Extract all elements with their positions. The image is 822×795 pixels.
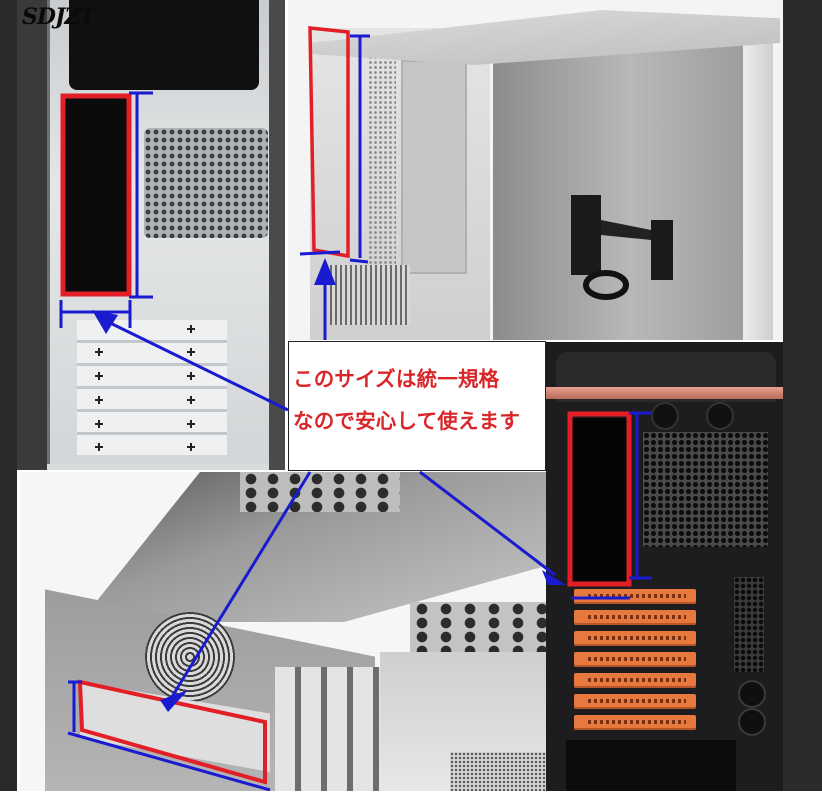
mount-bracket (571, 195, 673, 300)
callout-line-1: このサイズは統一規格 (293, 367, 500, 391)
case-rail (743, 35, 773, 340)
expansion-slot (574, 715, 696, 730)
fan-grill (643, 432, 768, 547)
fan-grill (144, 128, 268, 238)
psu-opening (69, 0, 259, 90)
grommet-icon (706, 402, 734, 430)
expansion-slot (574, 694, 696, 709)
side-cutout (401, 60, 467, 274)
panel-silver-tower-rear (17, 0, 285, 470)
case-interior (493, 40, 743, 340)
callout-line-2: なので安心して使えます (293, 409, 521, 433)
psu-bay (566, 740, 736, 791)
right-border-strip (783, 0, 822, 791)
screw-icon (187, 348, 195, 356)
vent-mesh (450, 752, 547, 791)
screw-icon (187, 443, 195, 451)
expansion-slot (574, 631, 696, 646)
screw-icon (95, 443, 103, 451)
case-frame-left (17, 0, 47, 470)
water-port-icon (738, 708, 766, 736)
watermark-logo: SDJZT (22, 4, 96, 30)
side-vent (734, 577, 764, 672)
pci-brackets (330, 265, 410, 325)
left-border-strip (0, 0, 17, 791)
drive-tray-holes (410, 602, 547, 657)
io-shield-opening (61, 97, 131, 293)
callout-box: このサイズは統一規格 なので安心して使えます (288, 341, 546, 471)
expansion-slots (77, 320, 227, 455)
fan-grill (145, 612, 235, 702)
pci-slot-covers (275, 667, 385, 791)
panel-black-gaming-case (546, 342, 783, 791)
expansion-slot (574, 610, 696, 625)
screw-icon (187, 325, 195, 333)
water-port-icon (738, 680, 766, 708)
screw-icon (187, 420, 195, 428)
drive-tray-holes (240, 472, 400, 512)
grommet-icon (651, 402, 679, 430)
screw-icon (95, 396, 103, 404)
screw-icon (95, 348, 103, 356)
accent-strip (546, 387, 783, 399)
io-shield-opening (571, 418, 631, 583)
panel-rack-case (20, 472, 547, 791)
case-frame-right (269, 0, 285, 470)
panel-open-case-side (288, 0, 783, 340)
screw-icon (187, 372, 195, 380)
expansion-slot (574, 589, 696, 604)
screw-icon (95, 372, 103, 380)
perforated-strip (368, 40, 396, 280)
expansion-slot (574, 673, 696, 688)
screw-icon (187, 396, 195, 404)
expansion-slot (574, 652, 696, 667)
screw-icon (95, 420, 103, 428)
